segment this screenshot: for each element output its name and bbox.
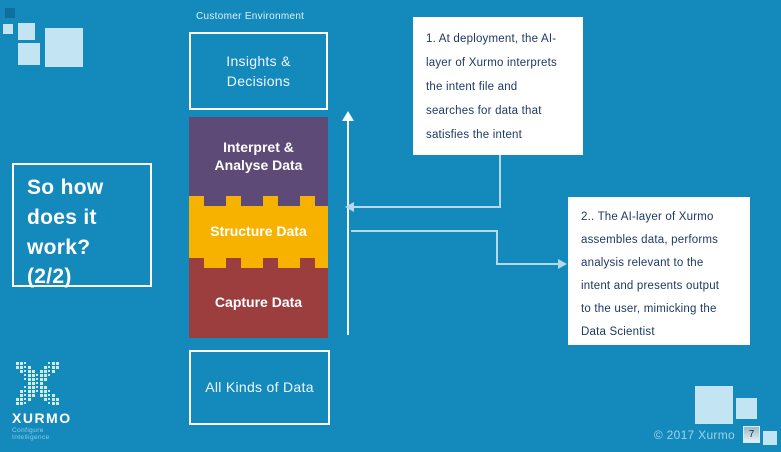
connector-1-horizontal [353,206,501,208]
up-arrow-shaft [347,120,349,335]
decor-square [45,28,83,67]
callout-2: 2.. The AI-layer of Xurmo assembles data… [568,197,750,345]
connector-2-arrowhead-icon [558,259,567,269]
slide-title: So how does it work? (2/2) [12,163,152,288]
capture-data-layer: Capture Data [189,268,328,338]
connector-1-vertical [499,155,501,208]
callout-1: 1. At deployment, the AI- layer of Xurmo… [413,17,583,155]
xurmo-x-icon [16,362,59,405]
copyright-text: © 2017 Xurmo [653,428,735,442]
connector-2-horizontal-a [351,230,498,232]
up-arrow-head-icon [342,111,354,121]
structure-data-layer: Structure Data [189,206,328,258]
decor-square [763,431,777,445]
insights-decisions-box: Insights & Decisions [189,32,328,110]
decor-square [18,23,35,40]
decor-square [736,398,757,419]
xurmo-logo-name: XURMO [12,410,72,426]
all-kinds-of-data-box: All Kinds of Data [189,350,330,425]
connector-2-vertical [496,230,498,265]
decor-square-dark [5,8,15,18]
decor-square [695,386,733,424]
page-number-badge: 7 [743,426,760,443]
connector-2-horizontal-b [496,263,559,265]
xurmo-logo: XURMO Configure Intelligence [12,362,82,441]
data-layer-stack: Interpret & Analyse Data Structure Data … [189,117,328,338]
crenellation-purple-yellow [189,196,328,206]
decor-square [18,43,40,65]
connector-1-arrowhead-icon [345,202,354,212]
customer-environment-label: Customer Environment [196,11,305,22]
interpret-analyse-layer: Interpret & Analyse Data [189,117,328,196]
decor-square [3,24,13,34]
crenellation-yellow-red [189,258,328,268]
xurmo-logo-tagline: Configure Intelligence [12,427,50,441]
